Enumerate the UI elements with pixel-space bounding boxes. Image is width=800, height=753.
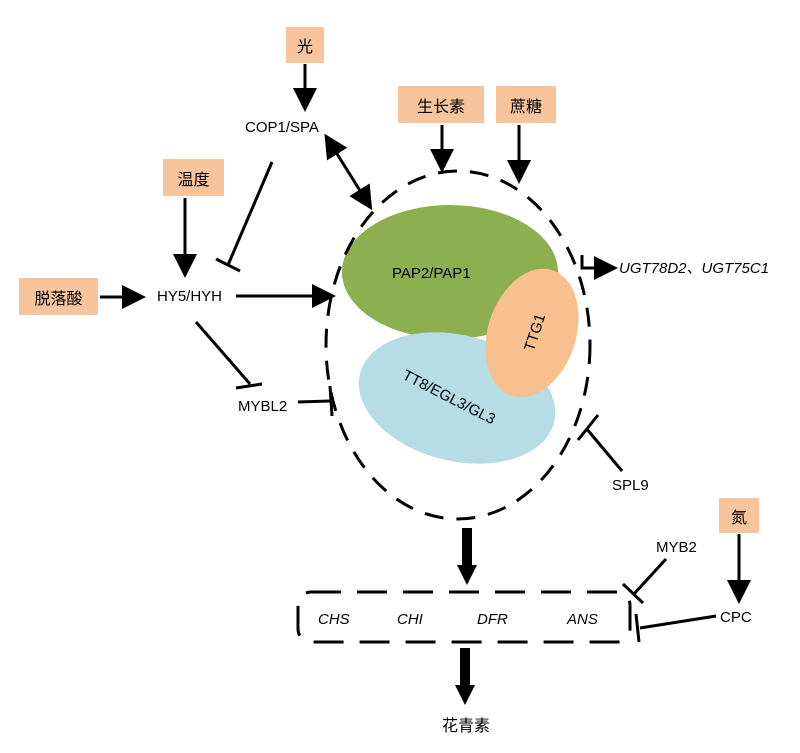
auxin-signal-box: 生长素	[398, 86, 484, 123]
ugt-genes-label: UGT78D2、UGT75C1	[619, 260, 770, 277]
myb2-label: MYB2	[656, 539, 697, 556]
cop1-spa-label: COP1/SPA	[245, 119, 319, 136]
arrowhead-genes-anthocyanin	[455, 685, 475, 705]
ttg1-ellipse	[485, 268, 579, 398]
gene-ans: ANS	[567, 611, 598, 628]
inhibit-bar-spl9-complex	[576, 414, 600, 441]
gene-chs: CHS	[318, 611, 350, 628]
temperature-label: 温度	[177, 169, 210, 189]
arrowhead-complex-genes	[457, 565, 477, 585]
inhibit-hy5-mybl2	[194, 321, 252, 385]
inhibit-bar-cop1-hy5	[215, 257, 241, 273]
gene-chi: CHI	[397, 611, 423, 628]
cpc-label: CPC	[720, 609, 752, 626]
inhibit-bar-myb2-genes	[621, 582, 645, 605]
auxin-label: 生长素	[416, 96, 465, 116]
hy5-hyh-label: HY5/HYH	[157, 288, 223, 305]
nitrogen-label: 氮	[730, 507, 747, 527]
spl9-label: SPL9	[612, 477, 649, 494]
pap-label: PAP2/PAP1	[392, 265, 471, 282]
sucrose-signal-box: 蔗糖	[496, 86, 556, 123]
light-label: 光	[296, 37, 313, 56]
light-signal-box: 光	[286, 27, 324, 63]
inhibit-bar-mybl2-complex	[328, 385, 334, 417]
aba-label: 脱落酸	[34, 288, 83, 308]
nitrogen-signal-box: 氮	[719, 498, 759, 533]
inhibit-spl9-complex	[584, 427, 624, 472]
inhibit-mybl2-complex	[297, 399, 331, 404]
temperature-signal-box: 温度	[163, 159, 224, 196]
gene-dfr: DFR	[477, 611, 508, 628]
inhibit-bar-cpc-genes	[634, 613, 641, 643]
anthocyanin-label: 花青素	[442, 716, 491, 735]
complex-dashed-circle	[324, 169, 592, 521]
mybl2-label: MYBL2	[238, 398, 288, 415]
arrow-complex-ugt	[580, 255, 618, 280]
arrow-cop1-complex	[324, 133, 373, 211]
aba-signal-box: 脱落酸	[19, 278, 98, 315]
inhibit-cop1-hy5	[226, 161, 274, 266]
sucrose-label: 蔗糖	[509, 96, 542, 116]
inhibit-myb2-genes	[632, 557, 668, 596]
inhibit-cpc-genes	[639, 614, 717, 630]
inhibit-bar-hy5-mybl2	[235, 382, 263, 390]
gene-dashed-box	[296, 590, 632, 644]
